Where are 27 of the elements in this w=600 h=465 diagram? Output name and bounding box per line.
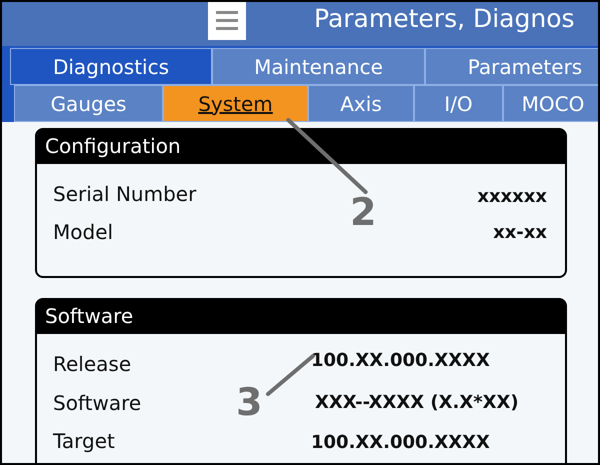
field-label: Model	[53, 220, 114, 244]
value-text: 100.XX.000.XXXX	[311, 350, 490, 371]
active-tab: System	[163, 85, 308, 122]
value-text: xxxxxx	[477, 186, 547, 207]
field-label: Software	[53, 391, 142, 415]
value-text: xx-xx	[493, 222, 547, 243]
screen-title: Parameters, Diagnos	[314, 4, 575, 33]
tab: I/O	[414, 85, 503, 122]
leader-line	[266, 354, 315, 396]
panel-heading: Configuration	[37, 130, 565, 164]
field-label: Serial Number	[53, 182, 196, 206]
field-label: Release	[53, 352, 132, 376]
value-text: XXX--XXXX (X.X*XX)	[315, 392, 519, 413]
tab: MOCO	[503, 85, 598, 122]
value-text: 100.XX.000.XXXX	[311, 432, 490, 453]
tab: Axis	[308, 85, 414, 122]
tab: Parameters	[425, 48, 598, 85]
tab: Diagnostics	[10, 48, 212, 85]
tab: Gauges	[14, 85, 163, 122]
software-panel	[35, 298, 567, 463]
tab: Maintenance	[212, 48, 425, 85]
callout-number: 2	[350, 190, 376, 234]
callout-number: 3	[236, 380, 262, 424]
panel-heading: Software	[37, 300, 565, 334]
configuration-panel	[35, 128, 567, 278]
leader-line	[286, 118, 368, 194]
field-label: Target	[53, 429, 115, 453]
